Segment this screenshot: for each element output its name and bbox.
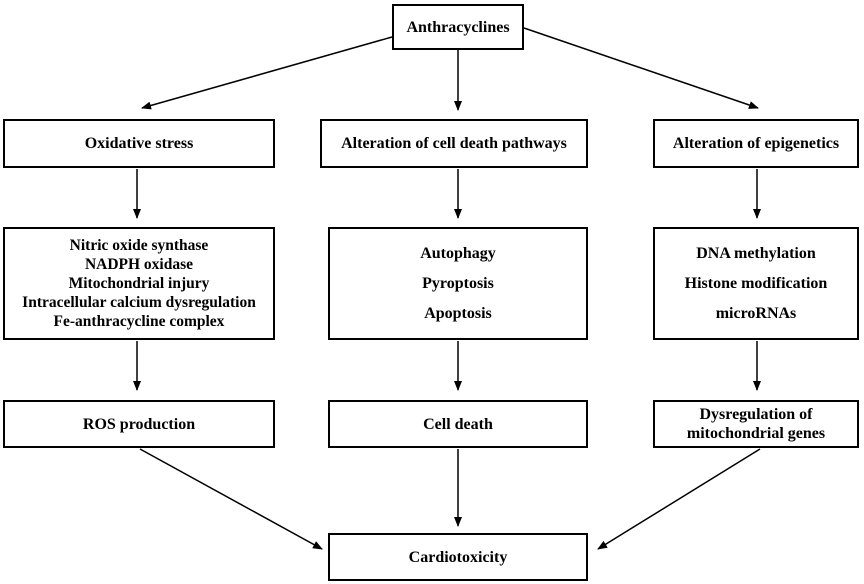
arrow-top-to-epigenetics bbox=[523, 27, 759, 109]
arrow-ros-to-cardiotoxicity bbox=[139, 448, 323, 550]
node-cell-death-pathways-label: Alteration of cell death pathways bbox=[341, 135, 567, 152]
node-epigenetics-label: Alteration of epigenetics bbox=[672, 135, 840, 152]
oxidative-mechanism-list: Nitric oxide synthase NADPH oxidase Mito… bbox=[22, 236, 256, 331]
mechanism-item: Autophagy bbox=[420, 244, 496, 262]
node-mito-genes: Dysregulation of mitochondrial genes bbox=[653, 400, 859, 448]
epigenetic-mechanism-list: DNA methylation Histone modification mic… bbox=[685, 239, 828, 329]
node-mito-genes-line: mitochondrial genes bbox=[686, 425, 826, 442]
node-epigenetic-mechanisms: DNA methylation Histone modification mic… bbox=[653, 227, 859, 340]
arrow-top-to-oxidative bbox=[141, 36, 393, 110]
node-mito-genes-line: Dysregulation of bbox=[699, 406, 813, 423]
node-epigenetics: Alteration of epigenetics bbox=[653, 119, 859, 168]
mechanism-item: DNA methylation bbox=[696, 244, 816, 262]
node-cardiotoxicity-label: Cardiotoxicity bbox=[408, 548, 508, 566]
mechanism-item: Intracellular calcium dysregulation bbox=[22, 294, 256, 311]
mechanism-item: NADPH oxidase bbox=[84, 256, 194, 273]
node-oxidative-mechanisms: Nitric oxide synthase NADPH oxidase Mito… bbox=[3, 227, 275, 340]
mechanism-item: Pyroptosis bbox=[422, 274, 494, 292]
mechanism-item: Mitochondrial injury bbox=[68, 275, 210, 292]
node-oxidative-stress: Oxidative stress bbox=[3, 119, 275, 168]
node-ros-production: ROS production bbox=[3, 400, 275, 448]
mechanism-item: Histone modification bbox=[684, 274, 828, 292]
mechanism-item: Apoptosis bbox=[424, 304, 492, 322]
node-anthracyclines-label: Anthracyclines bbox=[406, 18, 510, 36]
node-oxidative-stress-label: Oxidative stress bbox=[84, 135, 194, 152]
mechanism-item: Fe-anthracycline complex bbox=[53, 313, 225, 330]
arrow-mito-to-cardiotoxicity bbox=[597, 448, 761, 550]
node-ros-production-label: ROS production bbox=[82, 415, 196, 433]
node-cell-death: Cell death bbox=[328, 400, 588, 448]
node-cell-death-pathways: Alteration of cell death pathways bbox=[320, 119, 588, 168]
cell-death-mechanism-list: Autophagy Pyroptosis Apoptosis bbox=[420, 239, 496, 329]
node-cell-death-label: Cell death bbox=[423, 415, 493, 433]
node-mito-genes-text: Dysregulation of mitochondrial genes bbox=[687, 405, 825, 443]
node-cardiotoxicity: Cardiotoxicity bbox=[328, 533, 588, 581]
node-cell-death-mechanisms: Autophagy Pyroptosis Apoptosis bbox=[328, 227, 588, 340]
node-anthracyclines: Anthracyclines bbox=[392, 4, 524, 50]
mechanism-item: microRNAs bbox=[715, 304, 797, 322]
mechanism-item: Nitric oxide synthase bbox=[69, 237, 209, 254]
